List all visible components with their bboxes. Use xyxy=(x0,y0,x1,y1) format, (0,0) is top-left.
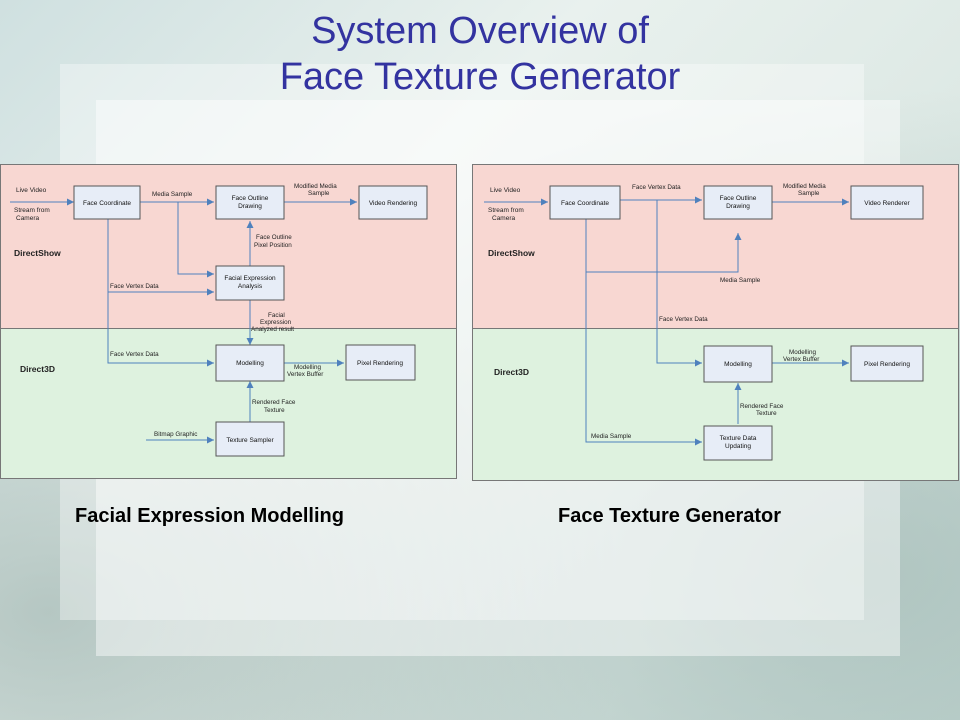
edge-label: Bitmap Graphic xyxy=(154,431,197,438)
edge-label: Sample xyxy=(308,190,330,197)
pixel-rendering-label: Pixel Rendering xyxy=(357,360,403,367)
arrow xyxy=(656,200,702,367)
facial-expression-modelling-diagram: DirectShow Direct3D Live Video Stream fr… xyxy=(0,164,457,479)
edge-label: Pixel Position xyxy=(254,242,292,249)
analysis-label: Analysis xyxy=(238,283,263,290)
modelling-box xyxy=(703,345,773,383)
face-outline-label: Face Outline xyxy=(232,195,269,202)
face-outline-drawing-box xyxy=(215,185,285,220)
edge-label: Modified Media xyxy=(783,183,826,190)
face-outline-label: Face Outline xyxy=(720,195,757,202)
pixel-rendering-box xyxy=(850,345,924,382)
modelling-label: Modelling xyxy=(236,360,264,367)
video-renderer-label: Video Renderer xyxy=(864,200,910,207)
right-diagram-caption: Face Texture Generator xyxy=(558,505,782,527)
pixel-rendering-label: Pixel Rendering xyxy=(864,361,910,368)
edge-label: Face Vertex Data xyxy=(110,351,159,358)
face-texture-generator-diagram: DirectShow Direct3D Live Video Stream fr… xyxy=(472,164,959,481)
edge-label: Rendered Face xyxy=(252,399,296,406)
arrow xyxy=(107,292,214,367)
edge-label: Rendered Face xyxy=(740,403,784,410)
title-line-2: Face Texture Generator xyxy=(279,56,681,98)
modelling-box xyxy=(215,344,285,382)
input-label: Live Video xyxy=(16,187,47,194)
edge-label: Expression xyxy=(260,319,292,326)
title-line-1: System Overview of xyxy=(311,10,649,52)
texture-data-label: Texture Data xyxy=(720,435,757,442)
edge-label: Modelling xyxy=(789,349,816,356)
edge-label: Media Sample xyxy=(720,277,761,284)
facial-expression-analysis-box xyxy=(215,265,285,301)
input-label: Stream from xyxy=(488,207,524,214)
edge-label: Face Vertex Data xyxy=(110,283,159,290)
edge-label: Media Sample xyxy=(152,191,193,198)
edge-label: Media Sample xyxy=(591,433,632,440)
texture-sampler-box xyxy=(215,421,285,457)
input-label: Stream from xyxy=(14,207,50,214)
direct3d-label: Direct3D xyxy=(20,364,55,374)
face-outline-drawing-box xyxy=(703,185,773,220)
analysis-label: Facial Expression xyxy=(224,275,276,282)
video-rendering-box xyxy=(358,185,428,220)
face-coordinate-box xyxy=(549,185,621,220)
edge-label: Facial xyxy=(268,312,285,319)
directshow-label: DirectShow xyxy=(14,248,61,258)
edge-label: Vertex Buffer xyxy=(783,356,819,363)
arrow xyxy=(585,219,742,273)
edge-label: Face Outline xyxy=(256,234,292,241)
edge-label: Face Vertex Data xyxy=(632,184,681,191)
left-diagram-caption: Facial Expression Modelling xyxy=(75,505,344,527)
edge-label: Sample xyxy=(798,190,820,197)
face-outline-label: Drawing xyxy=(726,203,750,210)
arrow xyxy=(585,272,702,446)
input-label: Camera xyxy=(16,215,40,222)
input-label: Live Video xyxy=(490,187,521,194)
modelling-label: Modelling xyxy=(724,361,752,368)
edge-label: Texture xyxy=(264,407,285,414)
edge-label: Modelling xyxy=(294,364,321,371)
video-rendering-label: Video Rendering xyxy=(369,200,418,207)
directshow-label: DirectShow xyxy=(488,248,535,258)
slide-title: System Overview of Face Texture Generato… xyxy=(0,8,960,100)
texture-sampler-label: Texture Sampler xyxy=(226,437,274,444)
face-coordinate-box xyxy=(73,185,141,220)
arrow xyxy=(177,202,214,278)
edge-label: Analyzed result xyxy=(251,326,294,333)
video-renderer-box xyxy=(850,185,924,220)
edge-label: Vertex Buffer xyxy=(287,371,323,378)
direct3d-label: Direct3D xyxy=(494,367,529,377)
edge-label: Texture xyxy=(756,410,777,417)
texture-data-label: Updating xyxy=(725,443,751,450)
edge-label: Face Vertex Data xyxy=(659,316,708,323)
edge-label: Modified Media xyxy=(294,183,337,190)
face-coordinate-label: Face Coordinate xyxy=(83,200,131,207)
texture-data-updating-box xyxy=(703,425,773,461)
input-label: Camera xyxy=(492,215,516,222)
face-outline-label: Drawing xyxy=(238,203,262,210)
pixel-rendering-box xyxy=(345,344,416,381)
face-coordinate-label: Face Coordinate xyxy=(561,200,609,207)
